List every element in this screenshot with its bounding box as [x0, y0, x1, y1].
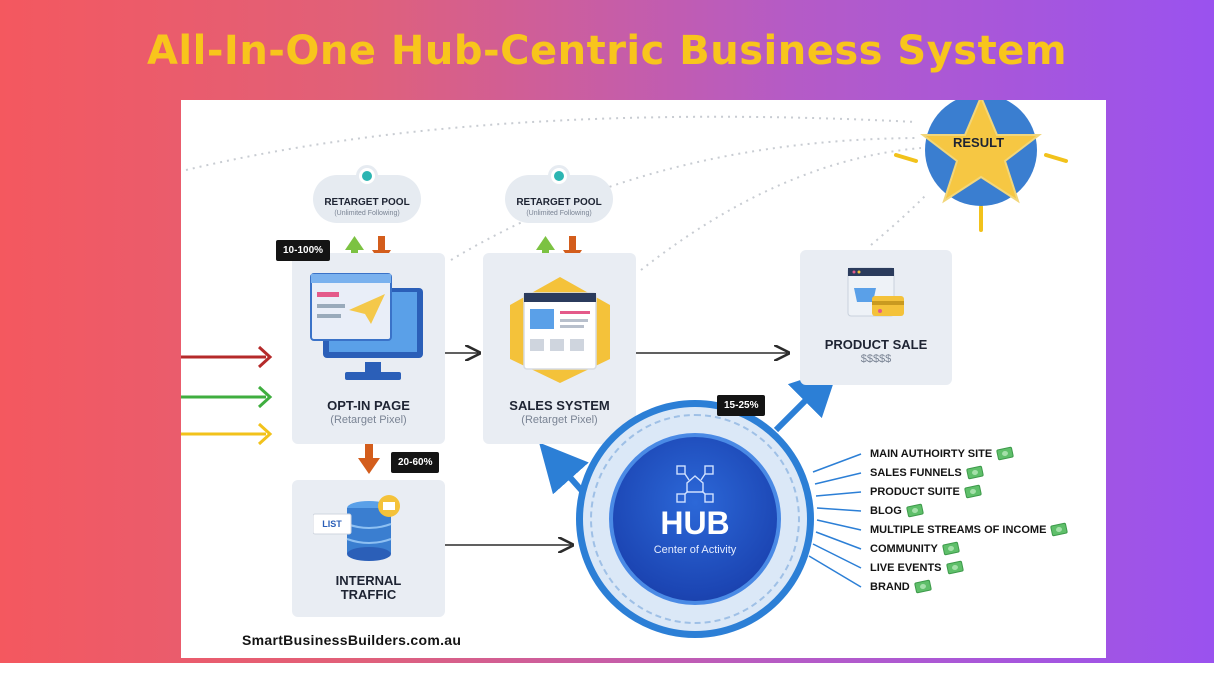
- result-label: RESULT: [953, 135, 1005, 150]
- hub-subtitle: Center of Activity: [653, 544, 737, 556]
- diagram-panel: RESULT RETARGET POOL (Unlimited Followin…: [181, 100, 1106, 658]
- money-icon: [965, 465, 984, 480]
- sales-subtitle: (Retarget Pixel): [521, 414, 598, 426]
- hub-asset-item: MULTIPLE STREAMS OF INCOME: [870, 520, 1069, 539]
- hub-asset-item: BRAND: [870, 577, 1067, 596]
- bottom-strip: [0, 663, 1214, 683]
- money-icon: [1050, 522, 1069, 537]
- hub-assets-list: MAIN AUTHOIRTY SITE SALES FUNNELS PRODUC…: [870, 444, 1069, 596]
- traffic-arrow-red: [181, 345, 273, 369]
- retarget-pool-title: RETARGET POOL: [324, 197, 410, 208]
- internal-title-line2: TRAFFIC: [340, 587, 397, 602]
- hub-asset-item: SALES FUNNELS: [870, 463, 1067, 482]
- money-icon: [941, 541, 960, 556]
- dotted-path-top: [185, 115, 917, 171]
- money-icon: [913, 579, 932, 594]
- asset-label: LIVE EVENTS: [870, 561, 942, 574]
- retarget-pool-sales: RETARGET POOL (Unlimited Following): [505, 165, 613, 223]
- optin-rate-badge: 10-100%: [276, 240, 331, 261]
- pool-icon: [548, 165, 570, 187]
- product-price: $$$$$: [860, 353, 892, 365]
- asset-label: COMMUNITY: [870, 542, 938, 555]
- money-icon: [945, 560, 964, 575]
- list-label: LIST: [322, 519, 342, 529]
- hub-asset-item: COMMUNITY: [870, 539, 1067, 558]
- asset-label: MULTIPLE STREAMS OF INCOME: [870, 523, 1047, 536]
- pool-icon: [356, 165, 378, 187]
- hub-asset-item: MAIN AUTHOIRTY SITE: [870, 444, 1067, 463]
- arrow-hub-to-sales: [539, 442, 589, 495]
- internal-rate-badge: 20-60%: [391, 452, 440, 473]
- retarget-pool-subtitle: (Unlimited Following): [526, 210, 592, 217]
- dotted-path-product: [870, 194, 927, 246]
- result-star-icon: [894, 100, 1068, 232]
- retarget-pool-subtitle: (Unlimited Following): [334, 210, 400, 217]
- retarget-pool-title: RETARGET POOL: [516, 197, 602, 208]
- hub-asset-item: LIVE EVENTS: [870, 558, 1067, 577]
- optin-subtitle: (Retarget Pixel): [330, 414, 407, 426]
- asset-label: BRAND: [870, 580, 910, 593]
- database-list-icon: [313, 495, 400, 561]
- money-icon: [963, 484, 982, 499]
- money-icon: [996, 446, 1015, 461]
- optin-title: OPT-IN PAGE: [327, 398, 410, 413]
- hub-spokes: [808, 453, 862, 588]
- asset-label: MAIN AUTHOIRTY SITE: [870, 447, 993, 460]
- sales-title: SALES SYSTEM: [509, 398, 610, 413]
- sales-funnel-icon: [510, 277, 610, 383]
- asset-label: SALES FUNNELS: [870, 466, 962, 479]
- product-title: PRODUCT SALE: [824, 337, 928, 352]
- hub-dashed-ring: [590, 414, 800, 624]
- hub-asset-item: PRODUCT SUITE: [870, 482, 1067, 501]
- arrow-hub-to-product: [773, 367, 839, 433]
- traffic-arrow-yellow: [181, 422, 273, 446]
- internal-title-line1: INTERNAL: [335, 573, 402, 588]
- dotted-path-optin: [450, 137, 917, 261]
- internal-down-arrow: [358, 442, 380, 474]
- asset-label: BLOG: [870, 504, 902, 517]
- hub-title: HUB: [660, 505, 730, 541]
- footer-url: SmartBusinessBuilders.com.au: [242, 632, 462, 648]
- traffic-arrow-green: [181, 385, 273, 409]
- money-icon: [905, 503, 924, 518]
- hub-core: [609, 433, 781, 605]
- hub-asset-item: BLOG: [870, 501, 1067, 520]
- retarget-pool-optin: RETARGET POOL (Unlimited Following): [313, 165, 421, 223]
- computer-monitor-icon: [310, 273, 423, 380]
- hub-rate-badge: 15-25%: [717, 395, 766, 416]
- network-house-icon: [676, 465, 714, 503]
- shopping-cart-icon: [847, 267, 904, 317]
- page-title: All-In-One Hub-Centric Business System: [146, 28, 1068, 74]
- asset-label: PRODUCT SUITE: [870, 485, 960, 498]
- dotted-path-sales: [640, 147, 922, 271]
